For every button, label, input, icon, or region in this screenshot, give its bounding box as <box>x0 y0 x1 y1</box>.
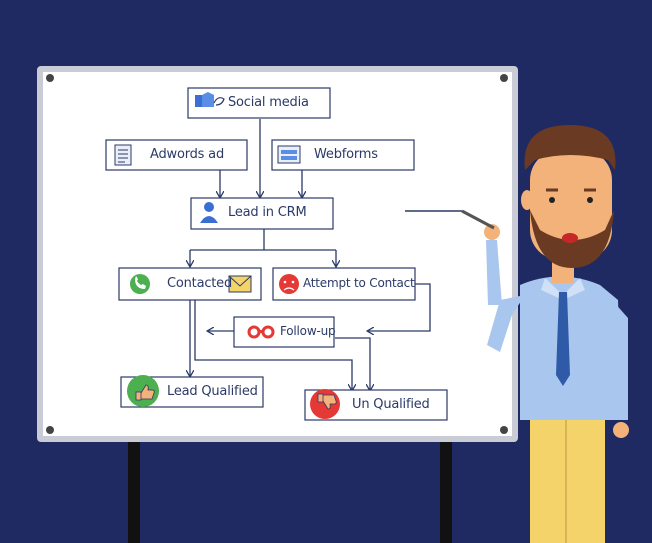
social-media-icon <box>195 92 225 107</box>
presenter-eye <box>549 197 555 203</box>
node-label-attempt-to-contact: Attempt to Contact <box>303 276 415 290</box>
presenter-torso <box>520 276 622 420</box>
thumbs-down-icon <box>310 389 340 419</box>
presenter-lower-hand <box>613 422 629 438</box>
binoculars-icon <box>247 325 275 339</box>
presenter-collar <box>541 278 585 300</box>
presenter-beard <box>530 210 614 268</box>
edge-crm-split <box>190 229 336 251</box>
node-label-follow-up: Follow-up <box>280 324 336 338</box>
node-label-un-qualified: Un Qualified <box>352 397 430 412</box>
presenter-face <box>530 150 612 260</box>
presenter-hair <box>524 125 616 170</box>
document-icon <box>114 144 132 166</box>
whiteboard <box>43 72 512 436</box>
stand-leg-left <box>128 436 140 543</box>
node-social-media <box>187 87 331 119</box>
board-screw <box>46 426 54 434</box>
presenter <box>461 125 629 543</box>
phone-icon <box>130 274 150 294</box>
presenter-mouth <box>562 233 578 243</box>
marker-pen <box>461 209 495 230</box>
node-label-webforms: Webforms <box>314 147 378 162</box>
connectors <box>190 119 431 390</box>
board-screw <box>500 426 508 434</box>
node-label-lead-qualified: Lead Qualified <box>167 384 258 399</box>
presenter-tie <box>556 292 570 386</box>
presenter-raised-arm <box>487 295 525 352</box>
node-attempt-to-contact <box>272 267 416 301</box>
node-label-contacted: Contacted <box>167 276 233 291</box>
presenter-eye <box>587 197 593 203</box>
thumbs-up-icon <box>127 375 159 407</box>
presenter-legs <box>530 405 605 543</box>
presenter-raised-hand <box>484 224 500 240</box>
user-icon <box>200 202 218 223</box>
node-lead-in-crm <box>190 197 334 230</box>
board-screw <box>46 74 54 82</box>
node-label-adwords-ad: Adwords ad <box>150 147 224 162</box>
node-label-lead-in-crm: Lead in CRM <box>228 205 307 220</box>
envelope-icon <box>228 275 252 293</box>
board-screw <box>500 74 508 82</box>
edge-attempt-to-followup <box>368 283 431 331</box>
webform-icon <box>277 145 301 164</box>
node-label-social-media: Social media <box>228 95 309 110</box>
edge-contacted-to-unqualified <box>194 300 352 390</box>
stand-leg-right <box>440 436 452 543</box>
presenter-lower-arm <box>612 300 628 420</box>
sad-face-icon <box>279 274 299 294</box>
edge-followup-to-unqualified <box>335 337 370 390</box>
